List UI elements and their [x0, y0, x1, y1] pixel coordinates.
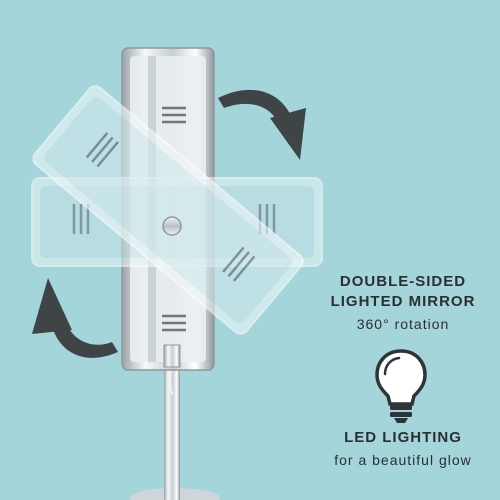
pivot-knob	[162, 216, 182, 236]
rotate-arrow-icon	[32, 278, 118, 358]
feature-title: LIGHTED MIRROR	[330, 293, 476, 310]
feature-double-sided: DOUBLE-SIDED LIGHTED MIRROR 360° rotatio…	[318, 272, 488, 335]
light-bulb-icon	[375, 349, 427, 423]
feature-subtitle: 360° rotation	[356, 316, 450, 332]
feature-title: DOUBLE-SIDED	[339, 273, 467, 290]
feature-subtitle: for a beautiful glow	[334, 452, 472, 468]
feature-title: LED LIGHTING	[344, 429, 462, 446]
mirror-tilted	[32, 85, 304, 335]
rotate-arrow-icon	[218, 89, 306, 160]
feature-led-lighting: LED LIGHTING for a beautiful glow	[318, 428, 488, 471]
